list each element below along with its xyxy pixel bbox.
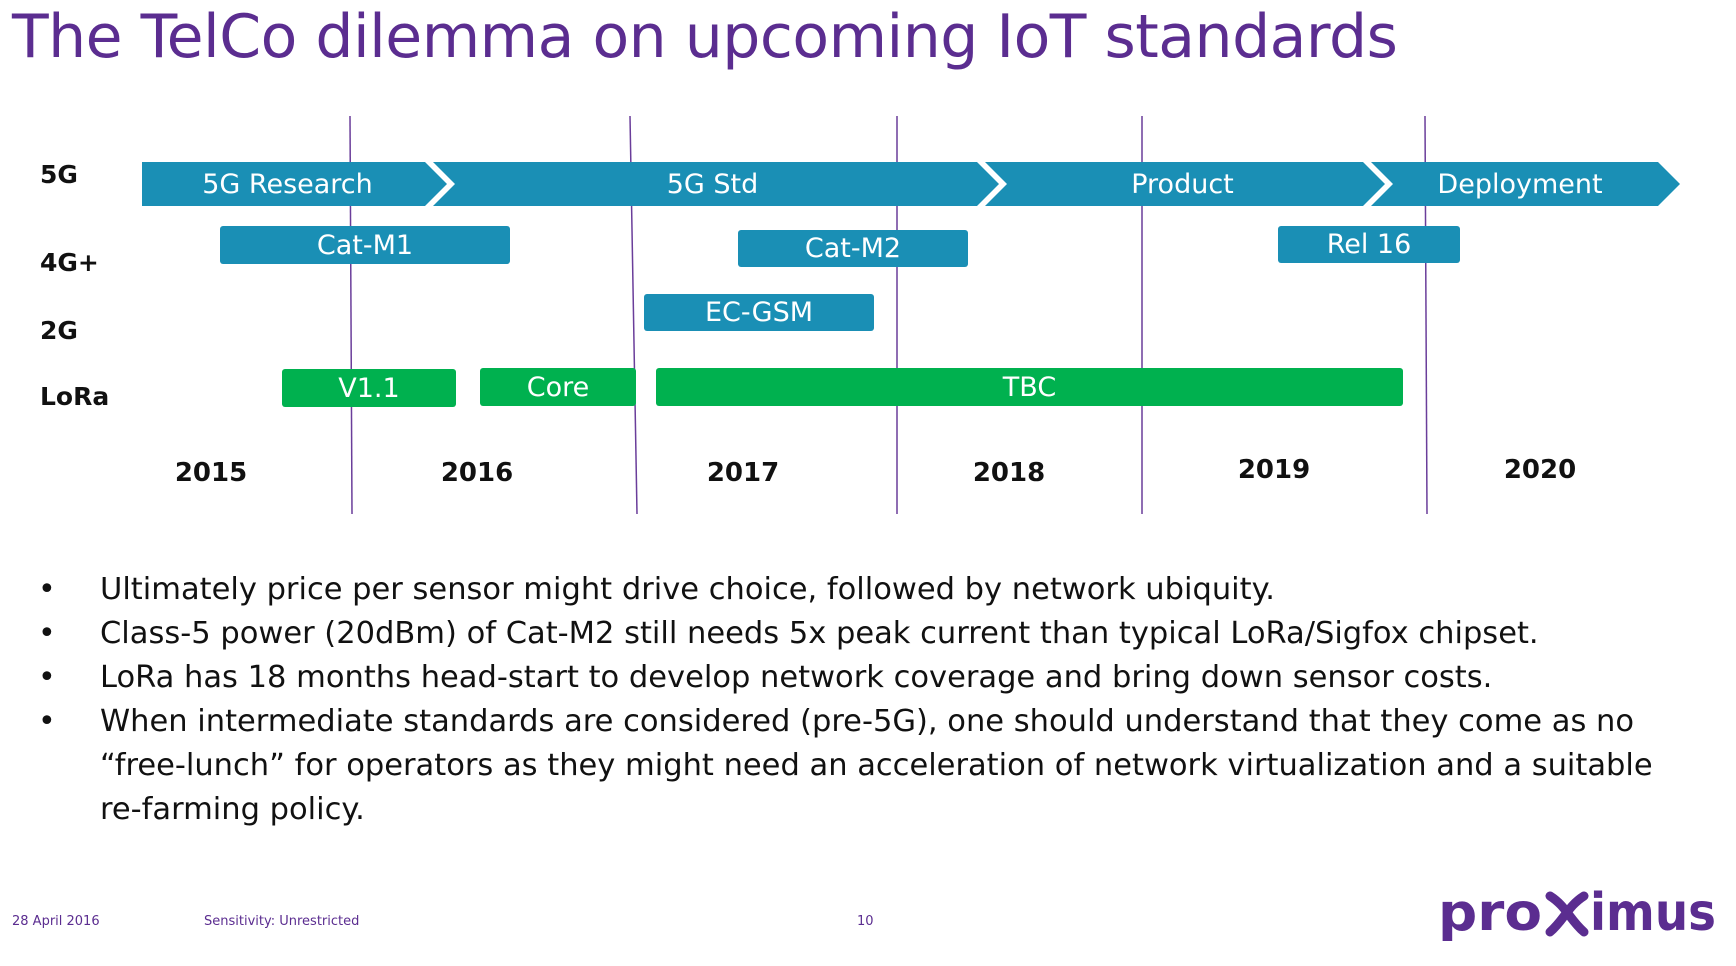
proximus-x-glyph xyxy=(1545,891,1589,937)
year-label: 2019 xyxy=(1237,455,1311,485)
iot-timeline: 5G Research 5G Std Product Deployment Ca… xyxy=(40,115,1680,515)
year-label: 2018 xyxy=(972,458,1046,488)
arrow-segment-std xyxy=(433,162,999,206)
slide-title: The TelCo dilemma on upcoming IoT standa… xyxy=(12,2,1398,72)
footer-page-number: 10 xyxy=(857,914,874,929)
arrow-segment-deployment xyxy=(1371,162,1680,206)
bar-rel16: Rel 16 xyxy=(1278,226,1460,263)
bullet-item: •Class-5 power (20dBm) of Cat-M2 still n… xyxy=(38,612,1678,656)
bar-product: Product xyxy=(1131,168,1234,200)
footer-date: 28 April 2016 xyxy=(12,914,100,929)
svg-text:pro: pro xyxy=(1438,883,1542,943)
bar-cat-m1: Cat-M1 xyxy=(220,226,510,264)
year-label: 2020 xyxy=(1503,455,1577,485)
bullet-item: •LoRa has 18 months head-start to develo… xyxy=(38,656,1678,700)
arrow-segment-product xyxy=(985,162,1385,206)
bar-tbc: TBC xyxy=(656,368,1403,406)
row-label-5g: 5G xyxy=(40,160,78,189)
bullet-dot: • xyxy=(38,572,56,607)
bullet-dot: • xyxy=(38,616,56,651)
bullet-list: •Ultimately price per sensor might drive… xyxy=(38,568,1678,832)
year-label: 2016 xyxy=(440,458,514,488)
bar-5g-research: 5G Research xyxy=(202,168,373,200)
row-label-4g-plus: 4G+ xyxy=(40,248,99,277)
bullet-item: •When intermediate standards are conside… xyxy=(38,700,1678,832)
year-label: 2015 xyxy=(174,458,248,488)
5g-roadmap-arrow xyxy=(142,162,1680,206)
bar-5g-std: 5G Std xyxy=(666,168,759,200)
svg-text:imus: imus xyxy=(1590,883,1716,943)
arrow-segment-research xyxy=(142,162,447,206)
footer-sensitivity: Sensitivity: Unrestricted xyxy=(204,914,360,929)
bullet-dot: • xyxy=(38,660,56,695)
bar-v1-1: V1.1 xyxy=(282,369,456,407)
bar-cat-m2: Cat-M2 xyxy=(738,230,968,267)
proximus-logo: pro imus xyxy=(1438,883,1716,943)
bar-core: Core xyxy=(480,368,636,406)
bullet-dot: • xyxy=(38,704,56,739)
bullet-item: •Ultimately price per sensor might drive… xyxy=(38,568,1678,612)
row-label-2g: 2G xyxy=(40,316,78,345)
row-label-lora: LoRa xyxy=(40,382,110,411)
year-label: 2017 xyxy=(706,458,780,488)
bar-deployment: Deployment xyxy=(1437,168,1603,200)
bar-ec-gsm: EC-GSM xyxy=(644,294,874,331)
